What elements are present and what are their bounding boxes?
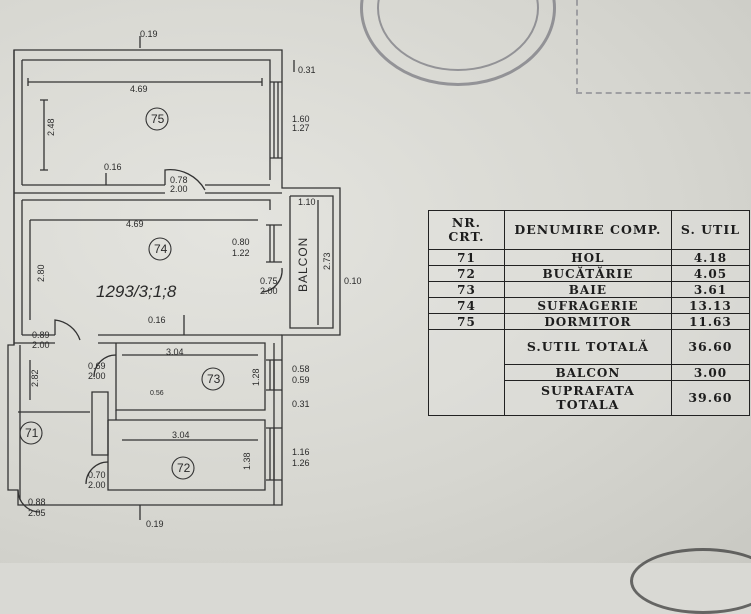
room-label-75: 75	[151, 112, 165, 126]
dim-r75-window: 1.60	[292, 114, 310, 124]
balcony-label: BALCON	[296, 237, 310, 292]
row-name: BAIE	[503, 281, 672, 298]
row-name: BUCĂTĂRIE	[503, 265, 672, 282]
total-area-label: SUPRAFATA TOTALA	[503, 380, 672, 416]
dim-r73-window-h: 0.59	[292, 375, 310, 385]
floor-plan-drawing: 75 74 73 71 72 1293/3;1;8 BALCON 0.19 0.…	[7, 29, 362, 529]
row-util: 4.18	[670, 249, 751, 266]
table-row: 74 SUFRAGERIE 13.13	[428, 297, 751, 314]
validation-stamp	[576, 0, 751, 94]
dim-r73-window: 0.58	[292, 364, 310, 374]
dim-r72-door: 0.70	[88, 470, 106, 480]
total-util-row: S.UTIL TOTALĂ 36.60	[428, 329, 751, 416]
row-name: HOL	[503, 249, 672, 266]
balcony-row-value: 3.00	[670, 364, 751, 381]
dim-r74-balc-door-h: 2.00	[260, 286, 278, 296]
dim-bottom-wall: 0.19	[146, 519, 164, 529]
row-nr: 74	[428, 297, 505, 314]
header-util: S. UTIL	[670, 210, 751, 250]
dim-balcony-width: 1.10	[298, 197, 316, 207]
table-row: 73 BAIE 3.61	[428, 281, 751, 298]
dim-entry-door: 0.88	[28, 497, 46, 507]
header-nr: NR. CRT.	[428, 210, 505, 250]
room-label-74: 74	[154, 242, 168, 256]
dim-r73-door: 0.69	[88, 361, 106, 371]
dim-r75-width: 4.69	[130, 84, 148, 94]
area-table: NR. CRT. DENUMIRE COMP. S. UTIL 71 HOL 4…	[428, 210, 751, 416]
dim-r72-window-h: 1.26	[292, 458, 310, 468]
cadastral-reference: 1293/3;1;8	[96, 282, 177, 301]
table-row: 72 BUCĂTĂRIE 4.05	[428, 265, 751, 282]
dim-r74-window: 0.80	[232, 237, 250, 247]
balcony-row-label: BALCON	[503, 364, 672, 381]
dim-balcony-length: 2.73	[322, 252, 332, 270]
row-util: 13.13	[670, 297, 751, 314]
total-area-value: 39.60	[670, 380, 751, 416]
room-label-71: 71	[25, 426, 39, 440]
dim-hall-door: 0.89	[32, 330, 50, 340]
row-name: SUFRAGERIE	[503, 297, 672, 314]
row-nr: 72	[428, 265, 505, 282]
balcony-row: BALCON 3.00	[429, 364, 751, 381]
total-util-value: 36.60	[670, 329, 751, 365]
dim-r73-inner: 0.56	[150, 390, 164, 397]
dim-r73-height: 1.28	[251, 368, 261, 386]
row-util: 4.05	[670, 265, 751, 282]
dim-r75-door: 0.78	[170, 175, 188, 185]
dim-balcony-side: 0.10	[344, 276, 362, 286]
header-name: DENUMIRE COMP.	[503, 210, 672, 250]
dim-r75-wall: 0.16	[104, 162, 122, 172]
row-nr: 73	[428, 281, 505, 298]
dim-r73-width: 3.04	[166, 347, 184, 357]
dim-r75-window-h: 1.27	[292, 123, 310, 133]
row-name: DORMITOR	[503, 313, 672, 330]
row-nr: 75	[428, 313, 505, 330]
dim-r73-door-h: 2.00	[88, 371, 106, 381]
dim-r74-window-h: 1.22	[232, 248, 250, 258]
dim-entry-door-h: 2.05	[28, 508, 46, 518]
total-area-row: SUPRAFATA TOTALA 39.60	[429, 380, 751, 416]
dim-hall-door-h: 2.00	[32, 340, 50, 350]
dim-r75-door-h: 2.00	[170, 184, 188, 194]
total-util-label: S.UTIL TOTALĂ	[503, 329, 672, 365]
dim-hall-height: 2.82	[30, 369, 40, 387]
dim-r74-balc-door: 0.75	[260, 276, 278, 286]
table-row: 71 HOL 4.18	[428, 249, 751, 266]
row-nr: 71	[428, 249, 505, 266]
summary-spacer	[428, 329, 505, 416]
room-label-72: 72	[177, 461, 191, 475]
table-row: 75 DORMITOR 11.63	[428, 313, 751, 330]
dim-top-right: 0.31	[298, 65, 316, 75]
dim-r74-height: 2.80	[36, 264, 46, 282]
row-util: 11.63	[670, 313, 751, 330]
dim-r74-width: 4.69	[126, 219, 144, 229]
dim-r74-wall: 0.16	[148, 315, 166, 325]
dim-r75-height: 2.48	[46, 118, 56, 136]
dim-mid-right: 0.31	[292, 399, 310, 409]
dim-r72-door-h: 2.00	[88, 480, 106, 490]
dim-r72-height: 1.38	[242, 452, 252, 470]
dim-top-wall: 0.19	[140, 29, 158, 39]
table-header: NR. CRT. DENUMIRE COMP. S. UTIL	[428, 210, 751, 250]
dim-r72-window: 1.16	[292, 447, 310, 457]
room-label-73: 73	[207, 372, 221, 386]
dim-r72-width: 3.04	[172, 430, 190, 440]
row-util: 3.61	[670, 281, 751, 298]
